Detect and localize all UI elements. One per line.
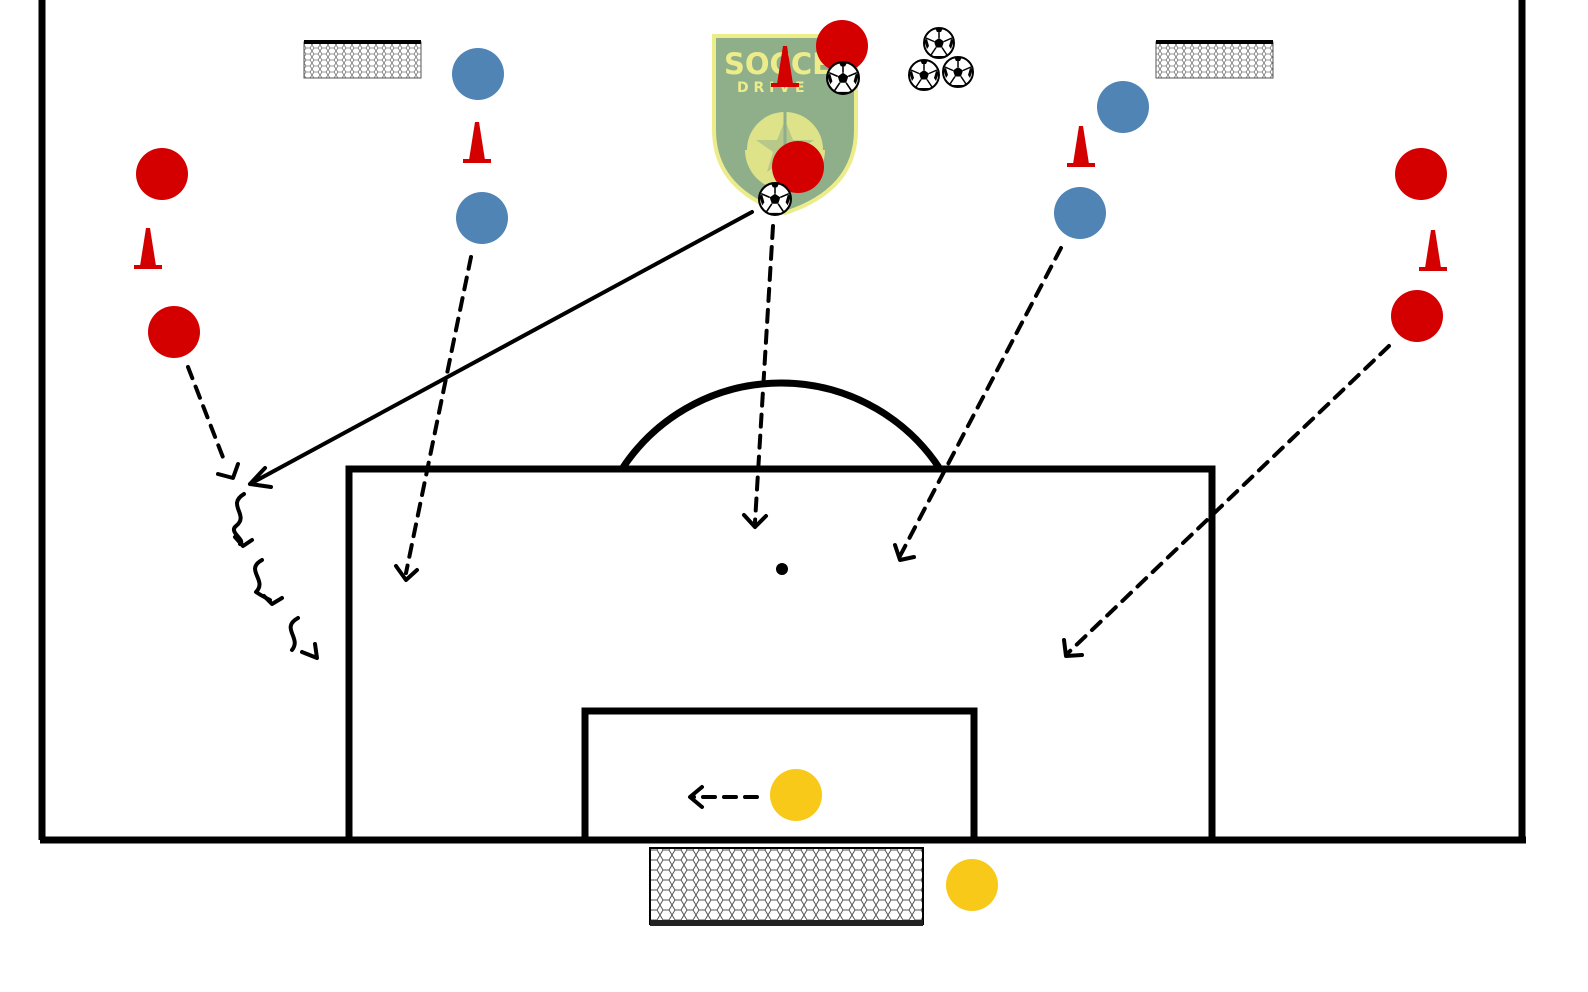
goalkeeper-yellow: [946, 859, 998, 911]
cone: [463, 122, 491, 163]
run-arrow-blue-right: [898, 246, 1063, 558]
main-goal: [649, 847, 924, 926]
goalkeepers: [770, 769, 998, 911]
logo-subtitle: D R I V E: [737, 80, 805, 96]
player-blue: [456, 192, 508, 244]
six-yard-box: [581, 707, 978, 844]
run-arrowhead-blue-left: [394, 564, 419, 582]
soccer-ball-icon: [923, 27, 955, 59]
run-arrow-red-left: [186, 365, 226, 462]
penalty-arc: [619, 379, 943, 471]
run-arrowhead-blue-right: [893, 543, 916, 562]
cone: [1067, 126, 1095, 167]
dribble-arrowhead-3: [300, 642, 319, 660]
cone: [1419, 230, 1447, 271]
players-blue: [452, 48, 1149, 244]
player-red: [136, 148, 188, 200]
runs-and-passes: [186, 210, 1391, 809]
pass-arrow: [248, 210, 754, 486]
dribble-arrowhead-1: [233, 535, 254, 548]
mini-goal-right: [1155, 40, 1274, 79]
penalty-spot: [776, 563, 788, 575]
run-arrowhead-red-right: [1062, 638, 1084, 658]
run-arrow-red-center: [753, 224, 775, 524]
pass-arrowhead: [248, 466, 273, 489]
soccer-ball-icon: [942, 56, 974, 88]
run-arrow-blue-left: [404, 255, 473, 575]
mini-goal-left: [303, 40, 422, 79]
cone: [134, 228, 162, 269]
soccer-ball-icon: [908, 59, 940, 91]
player-red: [816, 20, 868, 72]
dribble-arrowhead-2: [262, 594, 284, 606]
run-arrowhead-red-left: [216, 462, 240, 480]
run-arrowhead-red-center: [742, 513, 768, 529]
run-arrow-red-right: [1067, 344, 1391, 654]
goalkeeper-yellow: [770, 769, 822, 821]
dribble-path: [232, 492, 246, 546]
dribble-path-3: [288, 616, 300, 652]
players-red: [136, 20, 1447, 358]
pitch-lines: [38, 0, 1526, 844]
player-red: [772, 141, 824, 193]
soccer-ball-icon: [826, 61, 860, 95]
player-blue: [452, 48, 504, 100]
goalkeeper-move-arrowhead: [688, 785, 704, 809]
player-red: [1391, 290, 1443, 342]
player-blue: [1054, 187, 1106, 239]
player-red: [148, 306, 200, 358]
player-blue: [1097, 81, 1149, 133]
soccer-ball-icon: [758, 182, 792, 216]
dribble-path-2: [253, 558, 272, 602]
player-red: [1395, 148, 1447, 200]
